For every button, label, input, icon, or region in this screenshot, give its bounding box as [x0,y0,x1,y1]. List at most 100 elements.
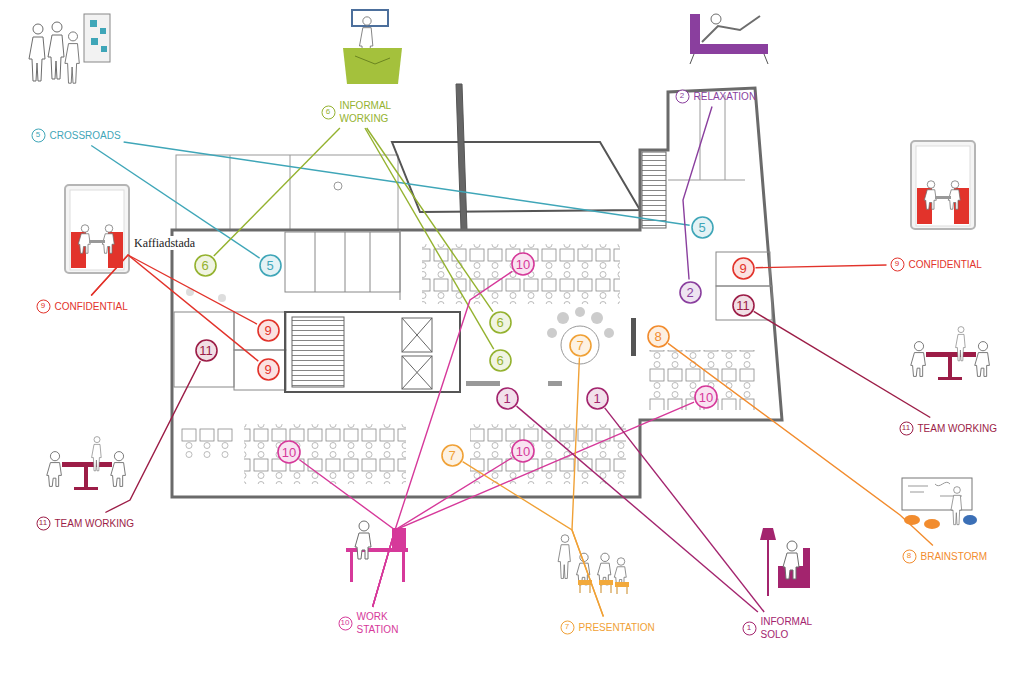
ring-outline [903,550,916,563]
ring-outline [32,129,45,142]
ring-fill [680,282,699,301]
callout-number: 1 [747,624,751,632]
leader-line [373,271,513,607]
leader-line [463,462,604,617]
leader-line [365,128,494,349]
zone-number: 5 [698,221,705,234]
ring-fill [513,441,533,461]
callout-label: 9CONFIDENTIAL [36,299,128,314]
leader-path [755,265,886,268]
ring-fill [490,312,509,331]
ring-outline [490,350,511,371]
leader-path [517,406,758,612]
callout-label: 7PRESENTATION [560,620,655,635]
zone-marker: 10 [694,385,718,409]
callout-number: 2 [680,92,684,100]
leader-line [299,460,395,607]
zone-number: 9 [739,262,746,275]
ring-outline [692,217,713,238]
zone-marker: 8 [647,325,670,348]
leader-line [373,402,694,607]
leader-path [683,107,712,280]
callout-text: INFORMAL SOLO [761,615,812,641]
zone-marker: 11 [732,294,755,317]
zone-number: 6 [201,259,208,272]
callout-label: 1 INFORMAL SOLO [742,615,812,641]
zone-marker: 1 [586,387,609,410]
callout-badge: 9 [890,257,905,272]
callout-label: 5CROSSROADS [31,128,121,143]
callout-text: WORK STATION [357,610,399,636]
leader-path [91,255,257,324]
leader-path [668,343,933,545]
callout-badge: 2 [675,89,690,104]
ring-outline [695,386,717,408]
callout-badge: 11 [36,516,51,531]
leader-path [105,361,200,512]
callout-label: 2 RELAXATION [675,89,757,104]
zone-number: 9 [264,324,271,337]
ring-outline [322,106,335,119]
ring-fill [258,320,277,339]
callout-badge: 1 [742,621,757,636]
callout-number: 8 [907,552,911,560]
zone-marker: 7 [441,444,464,467]
ring-outline [743,622,756,635]
leader-line [517,406,758,612]
ring-outline [490,312,511,333]
ring-fill [513,254,533,274]
ring-fill [258,359,277,378]
ring-outline [37,300,50,313]
ring-outline [512,440,534,462]
zone-number: 10 [282,446,296,459]
callout-badge: 5 [31,128,46,143]
callout-text: RELAXATION [694,90,757,103]
ring-outline [900,422,913,435]
leader-path [365,128,494,349]
zone-marker: 9 [732,257,755,280]
ring-outline [512,253,534,275]
ring-outline [680,282,701,303]
zone-number: 1 [503,392,510,405]
ring-outline [648,326,669,347]
ring-outline [733,295,754,316]
zone-marker: 9 [257,319,280,342]
zone-marker: 6 [489,311,512,334]
ring-fill [490,350,509,369]
callout-text: BRAINSTORM [921,550,988,563]
ring-fill [279,442,299,462]
leader-line [214,128,340,256]
callout-text: INFORMAL WORKING [340,99,391,125]
zone-number: 5 [266,259,273,272]
zone-marker: 7 [569,334,592,357]
callout-badge: 8 [902,549,917,564]
zone-marker: 5 [691,216,714,239]
zone-marker: 2 [679,281,702,304]
callout-badge: 11 [899,421,914,436]
ring-outline [196,340,217,361]
ring-fill [692,217,711,236]
zone-marker: 10 [511,252,535,276]
leader-line [668,343,933,545]
leader-line [91,146,259,259]
zone-marker: 10 [277,440,301,464]
zone-number: 9 [264,363,271,376]
ring-fill [196,340,215,359]
callout-number: 7 [565,623,569,631]
leader-path [373,271,513,607]
callout-badge: 6 [321,105,336,120]
ring-outline [339,617,352,630]
callout-badge: 10 [338,616,353,631]
callout-number: 6 [326,108,330,116]
ring-outline [258,320,279,341]
callout-text: CONFIDENTIAL [55,300,128,313]
zone-number: 6 [496,316,503,329]
callout-number: 5 [36,131,40,139]
ring-fill [497,388,516,407]
leader-path [124,142,690,225]
callout-badge: 7 [560,620,575,635]
leader-line [105,361,200,512]
